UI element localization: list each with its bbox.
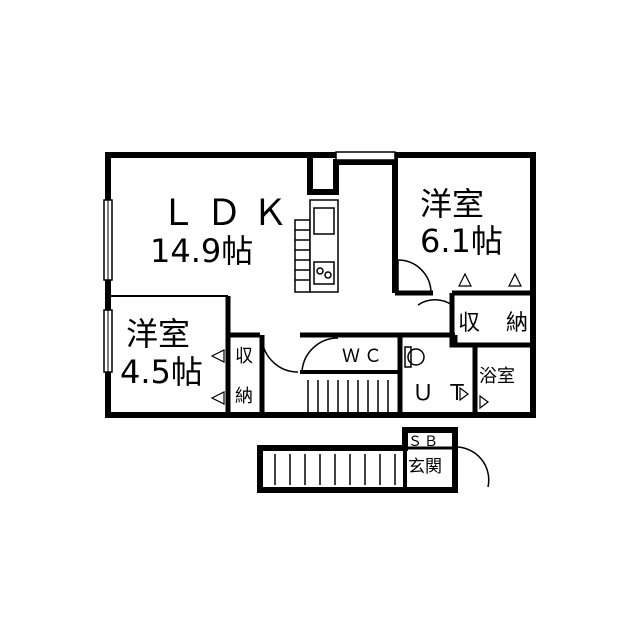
ut-label: ＵＴ	[412, 381, 480, 406]
entrance-label: 玄関	[408, 457, 442, 477]
ldk-size: 14.9帖	[150, 232, 253, 270]
western-b-name: 洋室	[126, 315, 190, 353]
kitchen-counter	[294, 199, 339, 293]
toilet-fixture	[404, 346, 425, 368]
window-top	[335, 151, 396, 161]
stairs-outer	[274, 454, 396, 485]
wall-kitchen	[307, 155, 395, 195]
storage-b-label-2: 納	[235, 386, 253, 407]
western-a-name: 洋室	[420, 185, 484, 223]
door-markers	[210, 272, 522, 410]
sink	[313, 207, 335, 235]
wall-storage-right	[449, 293, 533, 348]
door-wc	[301, 337, 339, 373]
western-b-size: 4.5帖	[120, 353, 203, 391]
door-entrance	[454, 446, 490, 488]
bath-label: 浴室	[479, 366, 515, 387]
sb-label: ＳＢ	[408, 434, 440, 450]
storage-a-label-2: 納	[506, 311, 532, 336]
storage-a-label-1: 収	[458, 311, 484, 336]
door-west-a	[397, 259, 432, 294]
stairs-inner	[307, 380, 389, 412]
storage-b-label-1: 収	[235, 346, 253, 367]
windows	[103, 151, 396, 373]
door-storage-a	[417, 298, 453, 306]
door-west-b	[261, 337, 299, 373]
lower-section	[257, 427, 458, 493]
western-a-size: 6.1帖	[420, 222, 503, 260]
ldk-name: ＬＤＫ	[160, 193, 298, 234]
wc-label: ＷＣ	[342, 346, 386, 367]
